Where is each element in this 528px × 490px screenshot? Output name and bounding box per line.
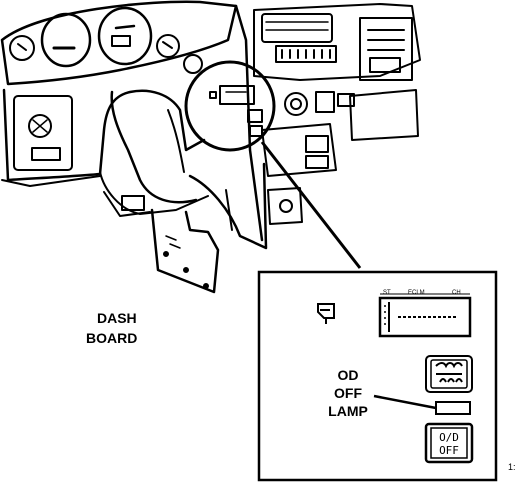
callout-leader-line [260,141,362,269]
pedal-bracket [150,208,220,294]
dial-mark-st: ST [383,290,391,296]
left-vent-slot [31,147,61,161]
switch-detail-panel: ST ECLM CH O/D OFF OD OFF LA [257,270,498,482]
climate-strip [275,45,337,63]
dimmer-icon [317,303,335,324]
dash-board-label-line2: BOARD [86,330,137,346]
od-switch-label-line2: OFF [439,444,459,457]
dashboard-illustration [0,0,421,294]
circled-dial [219,85,255,105]
left-vent-panel [13,95,73,171]
column-bracket [121,195,145,211]
speedometer-gauge [40,12,92,68]
small-gauge-left [9,35,35,61]
center-button [315,91,335,113]
center-console-lower [261,123,337,177]
dial-mark-ch: CH [452,290,461,296]
panel-dial-strip: ST ECLM CH [378,290,472,338]
highlight-circle [184,60,276,152]
od-label-line2: OFF [334,385,362,401]
figure-number: 1: [508,462,516,472]
left-vent-knob [28,114,52,138]
od-label-line3: LAMP [328,403,368,419]
tachometer-gauge [97,6,153,66]
od-off-lamp-pointer [373,394,437,410]
od-off-switch: O/D OFF [424,422,474,464]
od-label-line1: OD [338,367,359,383]
center-knob [284,92,308,116]
dial-mark-eclm: ECLM [408,290,425,296]
radio-unit [261,13,333,43]
fuel-gauge [183,54,203,74]
od-switch-label-line1: O/D [439,431,459,444]
small-gauge-right [156,34,180,58]
hazard-switch-icon [425,355,473,393]
right-vent-panel [359,17,413,81]
dash-board-label-line1: DASH [97,310,137,326]
